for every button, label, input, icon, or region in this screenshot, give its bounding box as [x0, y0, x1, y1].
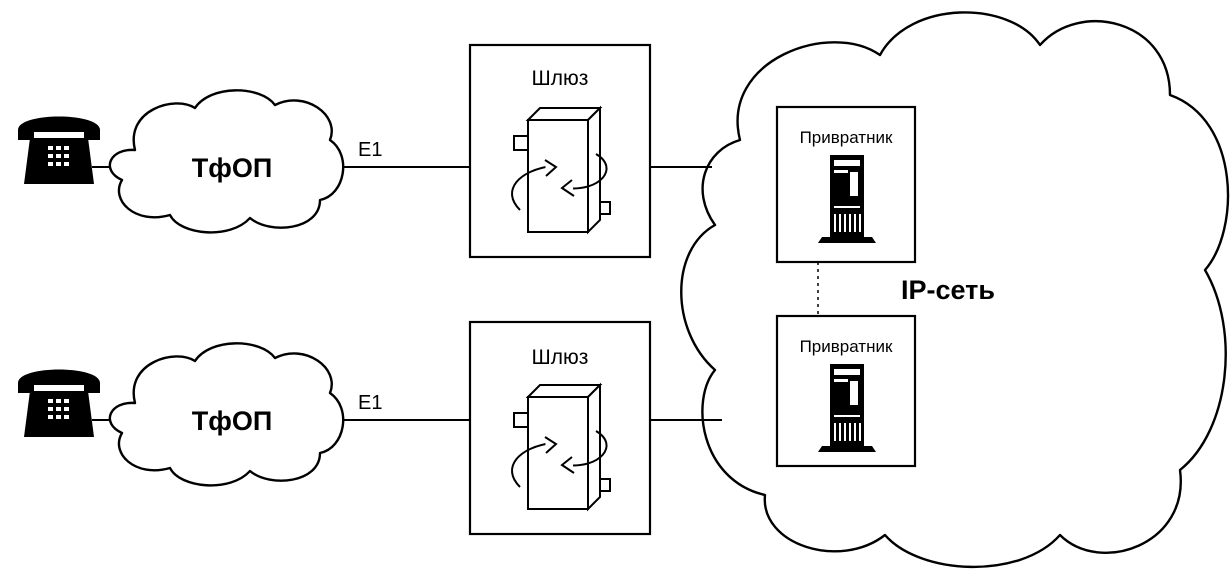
- gatekeeper-bottom: Привратник: [775, 314, 917, 468]
- gatekeeper-server-icon: [818, 364, 876, 452]
- gatekeeper-label-top: Привратник: [800, 128, 893, 147]
- gatekeeper-label-bottom: Привратник: [800, 337, 893, 356]
- gateway-top: Шлюз: [468, 43, 652, 259]
- gateway-label-top: Шлюз: [532, 67, 589, 90]
- gateway-label-bottom: Шлюз: [532, 346, 589, 369]
- pstn-label-bottom: ТфОП: [192, 406, 273, 436]
- gatekeeper-top: Привратник: [775, 105, 917, 264]
- pstn-cloud-bottom: ТфОП: [108, 342, 345, 487]
- gateway-device-icon: [511, 382, 611, 512]
- e1-label-top: E1: [358, 139, 382, 161]
- pstn-cloud-top: ТфОП: [108, 89, 345, 234]
- e1-label-bottom: E1: [358, 392, 382, 414]
- pstn-cloud-shape: [108, 89, 345, 234]
- telephone-icon: [18, 369, 100, 437]
- pstn-cloud-shape: [108, 342, 345, 487]
- ip-network-label: IP-сеть: [901, 275, 995, 305]
- gateway-device-icon: [511, 105, 611, 235]
- gateway-bottom: Шлюз: [468, 320, 652, 536]
- pstn-label-top: ТфОП: [192, 153, 273, 183]
- telephone-icon: [18, 116, 100, 184]
- gatekeeper-server-icon: [818, 155, 876, 243]
